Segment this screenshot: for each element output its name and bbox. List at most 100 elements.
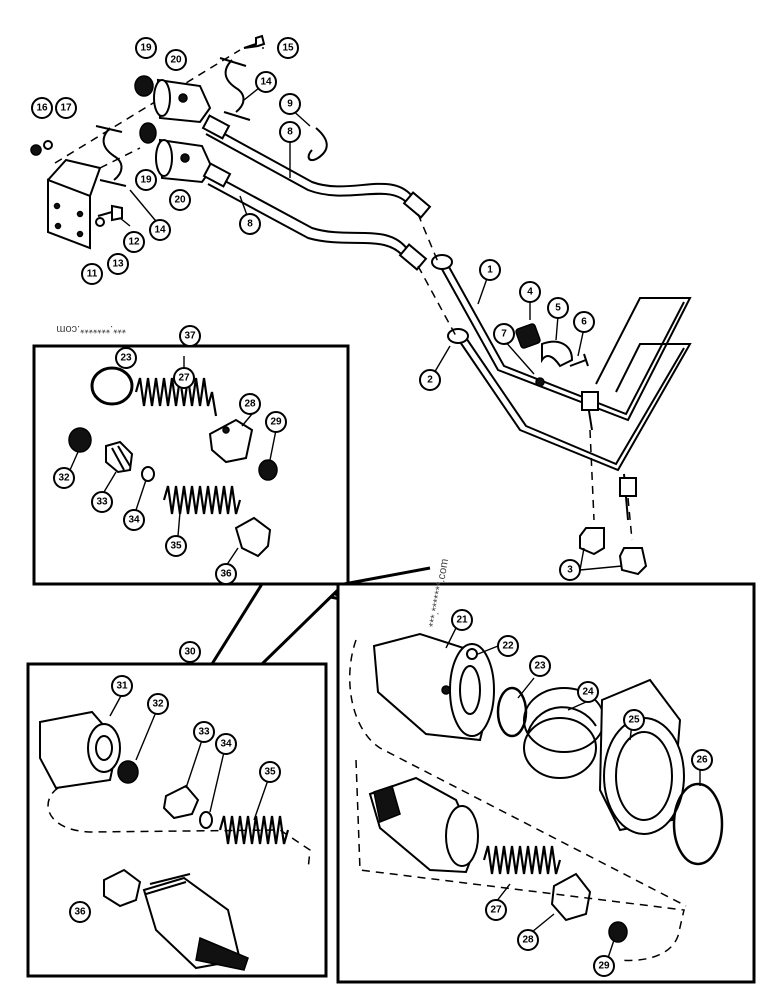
svg-text:32: 32 — [152, 699, 164, 710]
callout-19b: 19 — [135, 169, 157, 191]
callout-33a: 33 — [91, 491, 113, 513]
svg-text:24: 24 — [582, 687, 594, 698]
svg-text:35: 35 — [170, 541, 182, 552]
svg-text:14: 14 — [260, 77, 272, 88]
svg-text:35: 35 — [264, 767, 276, 778]
callout-35b: 35 — [259, 761, 281, 783]
svg-text:1: 1 — [487, 265, 493, 276]
callouts: 1 2 3 4 5 6 7 8 8 9 11 12 13 14 14 15 16… — [31, 37, 713, 977]
callout-26: 26 — [691, 749, 713, 771]
svg-text:28: 28 — [522, 935, 534, 946]
svg-text:2: 2 — [427, 375, 433, 386]
spring-part — [162, 485, 242, 515]
svg-text:33: 33 — [198, 727, 210, 738]
washer-part — [95, 217, 105, 227]
callout-28a: 28 — [239, 393, 261, 415]
svg-text:23: 23 — [534, 661, 546, 672]
callout-8b: 8 — [239, 213, 261, 235]
seal-part — [117, 760, 139, 784]
male-tip-part — [142, 873, 249, 971]
bolt-part — [569, 353, 589, 367]
svg-text:19: 19 — [140, 43, 152, 54]
svg-text:29: 29 — [598, 961, 610, 972]
svg-text:23: 23 — [120, 353, 132, 364]
callout-34a: 34 — [123, 509, 145, 531]
hook-part — [307, 127, 328, 162]
callout-32a: 32 — [53, 467, 75, 489]
svg-text:15: 15 — [282, 43, 294, 54]
callout-8a: 8 — [279, 121, 301, 143]
callout-31: 31 — [111, 675, 133, 697]
dust-cap-part — [139, 122, 157, 144]
svg-text:17: 17 — [60, 103, 72, 114]
callout-21: 21 — [451, 609, 473, 631]
callout-14b: 14 — [149, 219, 171, 241]
coupler-body-part — [39, 710, 121, 790]
washer-part — [43, 140, 53, 150]
elbow-fitting-part — [579, 527, 605, 556]
svg-text:4: 4 — [527, 287, 533, 298]
callout-34b: 34 — [215, 733, 237, 755]
svg-text:19: 19 — [140, 175, 152, 186]
svg-text:11: 11 — [87, 269, 98, 280]
callout-20b: 20 — [169, 189, 191, 211]
svg-text:3: 3 — [567, 565, 573, 576]
svg-text:34: 34 — [128, 515, 140, 526]
svg-text:21: 21 — [456, 615, 468, 626]
svg-text:37: 37 — [184, 331, 196, 342]
callout-17: 17 — [55, 97, 77, 119]
top-assembly — [30, 34, 692, 576]
svg-text:31: 31 — [116, 681, 128, 692]
svg-text:12: 12 — [128, 237, 140, 248]
valve-body-part — [105, 440, 134, 474]
svg-text:16: 16 — [36, 103, 48, 114]
svg-text:6: 6 — [581, 317, 587, 328]
screw-part — [243, 34, 266, 49]
callout-29b: 29 — [593, 955, 615, 977]
svg-text:36: 36 — [220, 569, 232, 580]
seal-part — [68, 427, 92, 453]
svg-text:36: 36 — [74, 907, 86, 918]
ball-part — [466, 648, 478, 660]
nut-part — [535, 377, 545, 387]
callout-1: 1 — [479, 259, 501, 281]
callout-11: 11 — [81, 263, 103, 285]
callout-5: 5 — [547, 297, 569, 319]
callout-3: 3 — [559, 559, 581, 581]
nut-part — [30, 144, 42, 156]
poppet-part — [208, 418, 254, 464]
sleeve-part — [103, 868, 142, 908]
callout-30: 30 — [179, 641, 201, 663]
detail-box-20 — [336, 582, 756, 984]
callout-15: 15 — [277, 37, 299, 59]
o-ring-part — [672, 782, 724, 866]
callout-16: 16 — [31, 97, 53, 119]
hydraulic-hose — [201, 114, 432, 219]
callout-28b: 28 — [517, 929, 539, 951]
svg-text:29: 29 — [270, 417, 282, 428]
callout-23a: 23 — [115, 347, 137, 369]
callout-27a: 27 — [173, 367, 195, 389]
spring-part — [482, 845, 562, 875]
spring-part — [134, 377, 218, 417]
svg-text:14: 14 — [154, 225, 166, 236]
svg-text:28: 28 — [244, 399, 256, 410]
coupler-body-part — [153, 78, 212, 124]
o-ring-part — [90, 366, 134, 406]
svg-text:20: 20 — [174, 195, 186, 206]
clamp-part — [541, 340, 574, 368]
o-ring-part — [199, 811, 213, 829]
callout-37: 37 — [179, 325, 201, 347]
svg-text:13: 13 — [112, 259, 124, 270]
svg-text:7: 7 — [501, 329, 507, 340]
svg-text:22: 22 — [502, 641, 514, 652]
svg-text:27: 27 — [490, 905, 502, 916]
callout-4: 4 — [519, 281, 541, 303]
clamp-half-part — [102, 127, 123, 181]
callout-27b: 27 — [485, 899, 507, 921]
watermark-text: ***.*******.com — [56, 323, 126, 335]
svg-text:27: 27 — [178, 373, 190, 384]
detail-box-30 — [26, 662, 328, 978]
callout-24: 24 — [577, 681, 599, 703]
